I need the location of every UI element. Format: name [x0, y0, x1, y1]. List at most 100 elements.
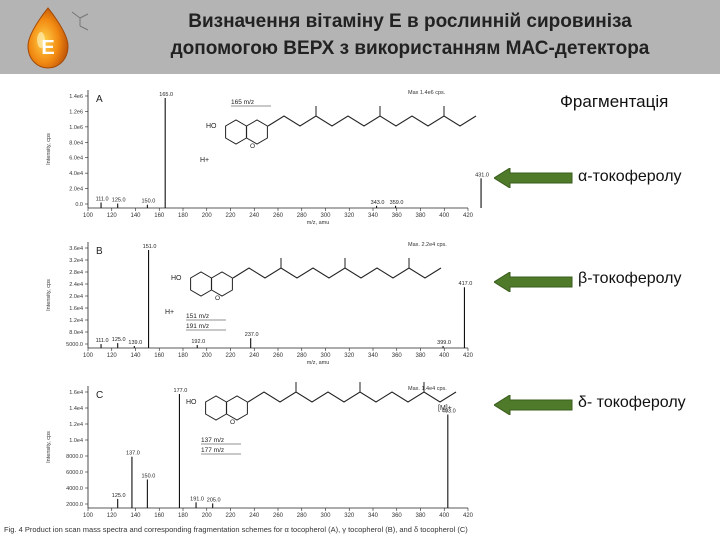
chromanol-ring	[246, 119, 268, 145]
peak-label: 165.0	[159, 92, 173, 98]
alpha-tocopherol-label: α-токоферолу	[578, 168, 682, 185]
y-tick-label: 2.4e4	[69, 282, 83, 288]
x-tick-label: 280	[297, 213, 308, 219]
vitamin-e-drop-icon: E	[27, 7, 89, 69]
x-tick-label: 160	[154, 353, 165, 359]
y-tick-label: 2.0e4	[69, 294, 83, 300]
fragment-label: 177 m/z	[201, 447, 224, 454]
x-tick-label: 280	[297, 513, 308, 519]
y-tick-label: 1.4e4	[69, 406, 83, 412]
y-tick-label: 4.0e4	[69, 171, 83, 177]
x-tick-label: 340	[368, 513, 379, 519]
phytyl-tail	[267, 115, 477, 127]
figure-caption: Fig. 4 Product ion scan mass spectra and…	[4, 525, 468, 534]
x-tick-label: 300	[320, 213, 331, 219]
y-tick-label: 6000.0	[66, 470, 83, 476]
y-tick-label: 1.4e6	[69, 94, 83, 100]
fragmentation-heading: Фрагментація	[560, 92, 669, 111]
y-axis-label: Intensity, cps	[46, 133, 52, 165]
fragment-label: 191 m/z	[186, 323, 209, 330]
x-tick-label: 180	[178, 213, 189, 219]
x-tick-label: 320	[344, 353, 355, 359]
x-tick-label: 420	[463, 353, 474, 359]
chromanol-ring	[225, 119, 247, 145]
x-tick-label: 320	[344, 513, 355, 519]
x-tick-label: 120	[107, 353, 118, 359]
peak-label: 111.0	[96, 338, 109, 344]
x-tick-label: 380	[415, 353, 426, 359]
peak-label: 125.0	[112, 198, 126, 204]
peak-label: 139.0	[128, 340, 142, 346]
x-tick-label: 400	[439, 353, 450, 359]
title-line-2: допомогою ВЕРХ з використанням МАС-детек…	[170, 38, 650, 59]
x-tick-label: 100	[83, 353, 94, 359]
phytyl-tail	[232, 267, 442, 279]
peak-label: 191.0	[190, 496, 204, 502]
x-tick-label: 240	[249, 513, 260, 519]
max-intensity-note: Max. 2.2e4 cps.	[408, 242, 447, 248]
x-tick-label: 100	[83, 513, 94, 519]
hydroxyl-label: HO	[186, 399, 197, 406]
x-tick-label: 280	[297, 353, 308, 359]
x-tick-label: 300	[320, 513, 331, 519]
x-tick-label: 140	[130, 513, 141, 519]
beta-tocopherol-label: β-токоферолу	[578, 270, 682, 287]
peak-label: 137.0	[126, 451, 140, 457]
y-tick-label: 4000.0	[66, 486, 83, 492]
oxygen-label: O	[230, 419, 235, 426]
x-axis-label: m/z, amu	[307, 220, 330, 226]
fragment-label: 165 m/z	[231, 99, 254, 106]
y-tick-label: 2.0e4	[69, 187, 83, 193]
x-tick-label: 120	[107, 513, 118, 519]
x-axis-label: m/z, amu	[307, 360, 330, 366]
panel-letter: C	[96, 390, 103, 401]
y-tick-label: 5000.0	[66, 342, 83, 348]
arrow-left-icon	[494, 272, 573, 292]
phytyl-tail	[247, 391, 457, 403]
x-tick-label: 340	[368, 353, 379, 359]
fragment-label: 151 m/z	[186, 313, 209, 320]
y-tick-label: 1.2e4	[69, 422, 83, 428]
peak-label: 359.0	[390, 200, 404, 206]
peak-label: 399.0	[437, 340, 451, 346]
arrow-left-icon	[494, 395, 573, 415]
y-tick-label: 1.2e4	[69, 318, 83, 324]
x-tick-label: 180	[178, 513, 189, 519]
max-intensity-note: Max. 1.4e4 cps.	[408, 386, 447, 392]
x-tick-label: 360	[392, 213, 403, 219]
x-tick-label: 380	[415, 513, 426, 519]
oxygen-label: O	[250, 143, 255, 150]
x-tick-label: 160	[154, 513, 165, 519]
x-tick-label: 100	[83, 213, 94, 219]
oxygen-label: O	[215, 295, 220, 302]
x-tick-label: 140	[130, 353, 141, 359]
chromanol-ring	[226, 395, 248, 421]
chromanol-ring	[190, 271, 212, 297]
x-tick-label: 160	[154, 213, 165, 219]
panel-letter: A	[96, 94, 103, 105]
peak-label: 150.0	[141, 199, 155, 205]
peak-label: 150.0	[141, 474, 155, 480]
y-tick-label: 8000.0	[66, 454, 83, 460]
title-bar: E Визначення вітаміну Е в рослинній сиро…	[0, 0, 720, 74]
x-tick-label: 200	[202, 513, 213, 519]
peak-label: 125.0	[112, 337, 126, 343]
hydroxyl-label: HO	[171, 275, 182, 282]
x-tick-label: 220	[225, 213, 236, 219]
y-tick-label: 1.2e6	[69, 109, 83, 115]
peak-label: 417.0	[459, 281, 473, 287]
peak-label: 205.0	[207, 497, 221, 503]
x-tick-label: 220	[225, 353, 236, 359]
x-tick-label: 260	[273, 213, 284, 219]
x-tick-label: 200	[202, 353, 213, 359]
peak-label: 403.0	[442, 409, 456, 415]
x-tick-label: 240	[249, 213, 260, 219]
ion-marker: H+	[165, 309, 174, 316]
y-tick-label: 8.0e4	[69, 330, 83, 336]
logo-letter: E	[41, 37, 54, 59]
y-tick-label: 0.0	[75, 202, 83, 208]
y-tick-label: 3.2e4	[69, 258, 83, 264]
x-tick-label: 140	[130, 213, 141, 219]
y-tick-label: 1.6e4	[69, 390, 83, 396]
